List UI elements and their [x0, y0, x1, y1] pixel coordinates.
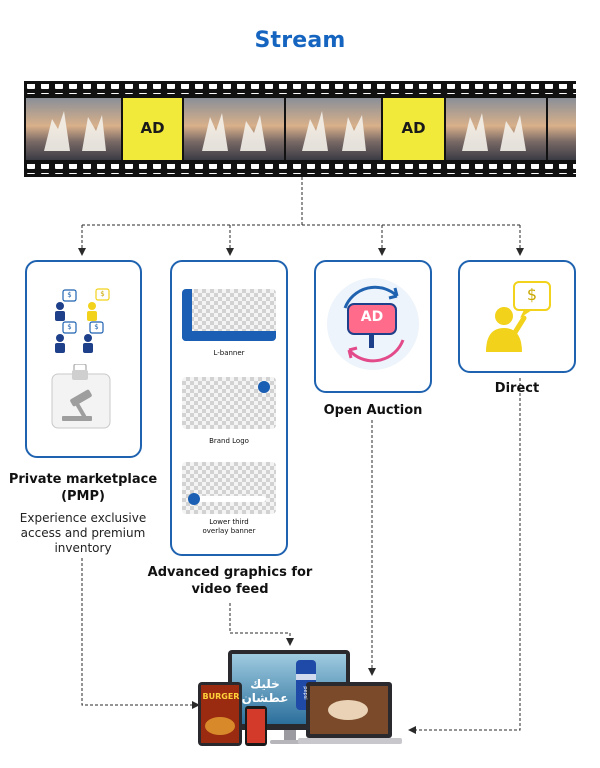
lower-third-preview	[182, 462, 276, 514]
film-frame	[548, 98, 576, 160]
ad-frame-right	[383, 98, 444, 160]
open-auction-title: Open Auction	[323, 403, 423, 418]
laptop	[298, 682, 402, 744]
film-frame	[184, 98, 284, 160]
auction-cycle-icon	[327, 278, 419, 370]
direct-advertiser-icon	[486, 281, 551, 352]
bidder-group-icon	[55, 288, 110, 353]
dollar-sign: $	[67, 291, 72, 299]
bidder-person-icon	[83, 321, 104, 353]
lower-third-label-line1: Lower third	[209, 518, 249, 526]
ad-label-right: AD	[401, 119, 426, 137]
can-brand-text: pepsi	[302, 686, 308, 700]
l-banner-label: L-banner	[213, 349, 245, 357]
dollar-sign: $	[94, 323, 99, 331]
brand-logo-preview	[182, 377, 276, 429]
l-banner-horizontal-bar	[182, 331, 276, 341]
advanced-graphics-title-line2: video feed	[191, 582, 269, 597]
auction-ad-text: AD	[360, 309, 384, 325]
direct-dollar-sign: $	[526, 285, 538, 304]
smartphone	[245, 706, 267, 746]
brand-logo-dot	[258, 381, 270, 393]
dollar-sign: $	[100, 290, 105, 298]
bidder-person-icon	[55, 289, 77, 321]
pmp-description-line2: access and premium	[20, 526, 146, 540]
pmp-description-line3: inventory	[54, 541, 112, 555]
l-banner-preview	[182, 289, 276, 341]
lower-third-dot	[188, 493, 200, 505]
tv-arabic-text: خليك عطشان	[241, 677, 289, 705]
lower-third-label-line2: overlay banner	[202, 527, 256, 535]
film-frame	[446, 98, 546, 160]
burger-ad-text: BURGER	[202, 692, 240, 701]
brand-logo-label: Brand Logo	[209, 437, 249, 445]
film-strip	[24, 81, 576, 177]
advanced-graphics-title-line1: Advanced graphics for	[147, 565, 313, 580]
direct-card	[458, 260, 576, 373]
film-frame	[26, 98, 121, 160]
l-banner-vertical-bar	[182, 289, 192, 341]
ad-label-left: AD	[140, 119, 165, 137]
tablet	[198, 682, 242, 746]
film-frame	[286, 98, 381, 160]
private-auction-gavel-icon	[51, 364, 111, 429]
pmp-title-line2: (PMP)	[61, 489, 105, 504]
devices-illustration	[198, 650, 402, 746]
pmp-description-line1: Experience exclusive	[19, 511, 147, 525]
direct-title: Direct	[494, 381, 540, 396]
dollar-sign: $	[67, 323, 72, 331]
pmp-title-line1: Private marketplace	[8, 472, 158, 487]
bidder-person-icon	[55, 321, 77, 353]
bidder-person-icon	[87, 288, 110, 321]
ad-frame-left	[123, 98, 182, 160]
page-title: Stream	[254, 28, 346, 53]
lower-third-bar	[188, 496, 266, 502]
